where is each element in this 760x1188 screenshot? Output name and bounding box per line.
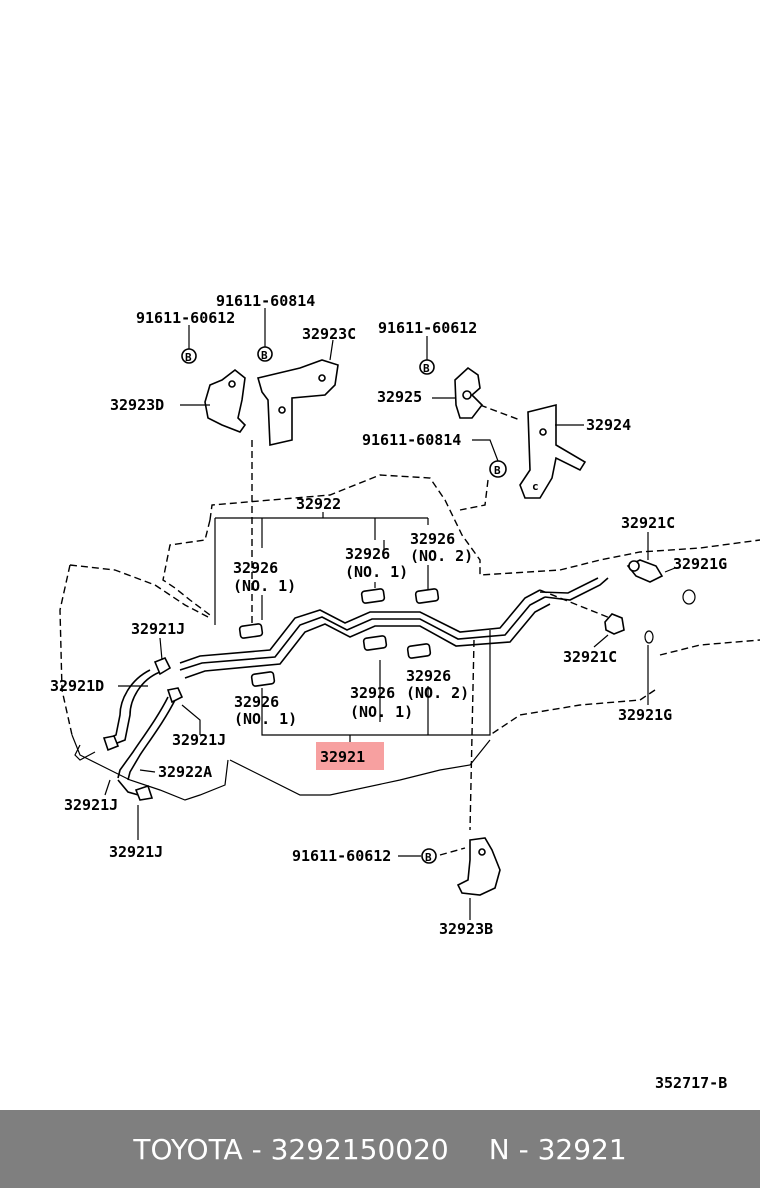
label-32922: 32922 xyxy=(296,495,341,513)
label-32926-b: 32926 xyxy=(345,545,390,563)
part-labels: 91611-60814 91611-60612 32923C 91611-606… xyxy=(50,292,727,1092)
label-32921D: 32921D xyxy=(50,677,104,695)
label-32926-a: 32926 xyxy=(233,559,278,577)
label-32921J-3: 32921J xyxy=(64,796,118,814)
bracket-32923C xyxy=(257,359,339,446)
transmission-outline xyxy=(59,474,760,801)
bracket-32923D xyxy=(204,368,247,433)
main-part-highlight xyxy=(316,742,384,770)
label-32923C: 32923C xyxy=(302,325,356,343)
union-32921C-mid xyxy=(604,613,625,635)
svg-text:B: B xyxy=(425,851,432,864)
svg-text:c: c xyxy=(532,480,539,493)
parts-diagram: c B B B B B xyxy=(50,292,760,1092)
label-32925: 32925 xyxy=(377,388,422,406)
bracket-32923B xyxy=(456,837,501,896)
footer-reference: N - 32921 xyxy=(488,1132,627,1166)
svg-text:B: B xyxy=(494,464,501,477)
label-32926-c: 32926 xyxy=(410,530,455,548)
leader-lines xyxy=(104,308,676,920)
label-91611-60612-bottom: 91611-60612 xyxy=(292,847,391,865)
footer-part-number: TOYOTA - 3292150020 xyxy=(133,1132,449,1166)
union-32921C-top xyxy=(626,559,664,583)
label-32926-e-no: (NO. 1) xyxy=(350,703,413,721)
label-32926-e: 32926 xyxy=(350,684,395,702)
label-91611-60612-left: 91611-60612 xyxy=(136,309,235,327)
label-91611-60814-top: 91611-60814 xyxy=(216,292,315,310)
label-32926-a-no: (NO. 1) xyxy=(233,577,296,595)
cooler-pipes xyxy=(179,577,609,679)
label-32921J-4: 32921J xyxy=(109,843,163,861)
svg-text:B: B xyxy=(185,351,192,364)
label-32926-f-no: (NO. 1) xyxy=(234,710,297,728)
label-32921J-1: 32921J xyxy=(131,620,185,638)
svg-text:B: B xyxy=(261,349,268,362)
label-91611-60612-right: 91611-60612 xyxy=(378,319,477,337)
label-32921G-mid: 32921G xyxy=(618,706,672,724)
label-32926-d-no: (NO. 2) xyxy=(406,684,469,702)
bracket-32925 xyxy=(454,366,484,419)
label-32921J-2: 32921J xyxy=(172,731,226,749)
label-32926-d: 32926 xyxy=(406,667,451,685)
diagram-code: 352717-B xyxy=(655,1074,727,1092)
svg-text:B: B xyxy=(423,362,430,375)
clip-32926-group xyxy=(238,588,440,687)
label-32922A: 32922A xyxy=(158,763,212,781)
label-32926-c-no: (NO. 2) xyxy=(410,547,473,565)
left-hoses xyxy=(74,669,176,797)
label-32926-f: 32926 xyxy=(234,693,279,711)
bolt-markers: B B B B B xyxy=(181,346,507,864)
label-32923D: 32923D xyxy=(110,396,164,414)
clamps-32921J xyxy=(102,656,184,801)
leader-dashes xyxy=(251,404,611,856)
label-32924: 32924 xyxy=(586,416,631,434)
footer-bar: TOYOTA - 3292150020 N - 32921 xyxy=(0,1110,760,1188)
gaskets-32921G xyxy=(644,589,696,644)
label-32921C-mid: 32921C xyxy=(563,648,617,666)
label-32923B: 32923B xyxy=(439,920,493,938)
label-32921-main: 32921 xyxy=(320,748,365,766)
bracket-32924: c xyxy=(519,403,587,499)
label-32926-b-no: (NO. 1) xyxy=(345,563,408,581)
label-91611-60814-mid: 91611-60814 xyxy=(362,431,461,449)
label-32921G-top: 32921G xyxy=(673,555,727,573)
label-32921C-top: 32921C xyxy=(621,514,675,532)
